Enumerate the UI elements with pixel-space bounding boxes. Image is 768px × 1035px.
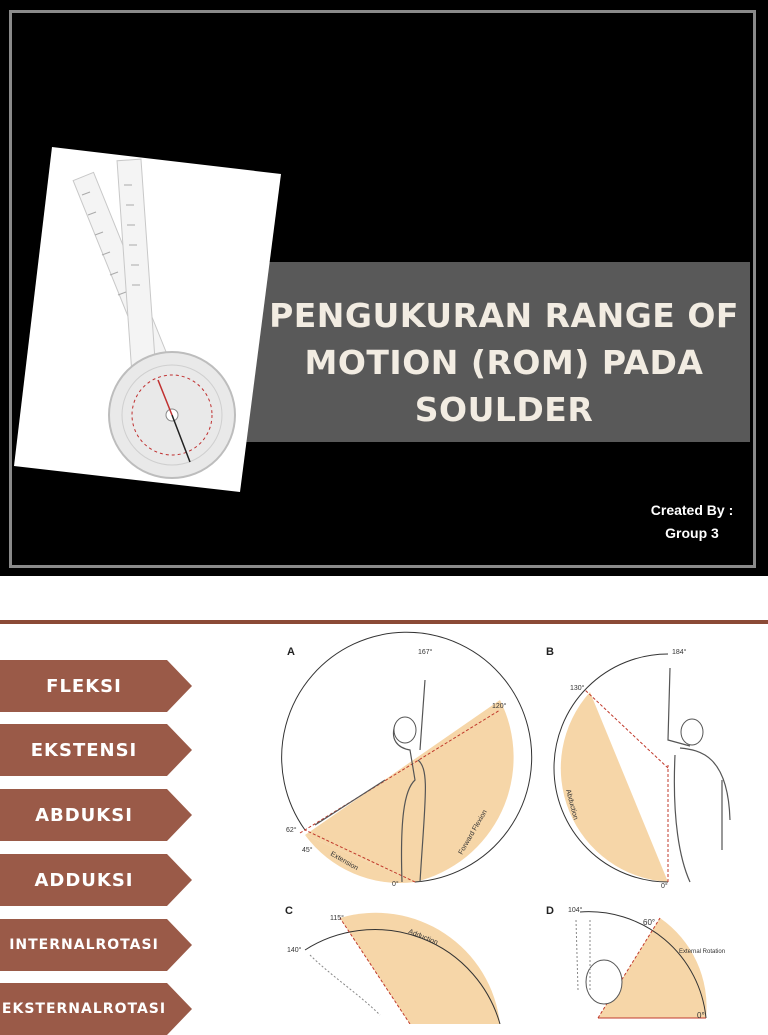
slide-frame [9,10,756,568]
goniometer-photo [14,147,281,492]
created-by-label: Created By : [650,502,734,518]
menu-label-line-2: ROTASI [102,1000,167,1017]
menu-item-eksternal-rotasi[interactable]: EKSTERNAL ROTASI [0,983,192,1035]
panel-d-external-rotation: D 104° 60° 0° External Rotation [546,905,725,1020]
label-a-62: 62° [286,826,297,834]
panel-c-adduction: C 115° 140° Adduction [285,905,501,1024]
menu-item-internal-rotasi[interactable]: INTERNAL ROTASI [0,919,192,971]
label-b-184: 184° [672,648,687,656]
menu-item-ekstensi[interactable]: EKSTENSI [0,724,192,776]
title-line-2: MOTION (ROM) PADA [304,343,704,382]
menu-item-label: EKSTENSI [30,739,138,761]
panel-a-letter: A [287,646,295,658]
menu-label-line-1: INTERNAL [9,936,96,953]
menu-item-label: ABDUKSI [35,804,133,826]
label-a-0: 0° [392,880,399,888]
label-b-0: 0° [661,882,668,890]
panel-d-letter: D [546,905,554,917]
title-slide: PENGUKURAN RANGE OF MOTION (ROM) PADA SO… [0,0,768,576]
label-d-60: 60° [643,918,655,927]
menu-slide: FLEKSI EKSTENSI ABDUKSI ADDUKSI INTERNAL… [0,620,768,1035]
label-a-45: 45° [302,846,313,854]
menu-item-label: FLEKSI [46,675,122,697]
menu-item-label: EKSTERNAL ROTASI [0,983,168,1035]
label-a-167: 167° [418,648,433,656]
title-band [246,262,750,442]
label-d-0: 0° [697,1011,705,1020]
menu-item-label: ADDUKSI [34,869,134,891]
menu-item-label: INTERNAL ROTASI [0,919,168,971]
presentation-title: PENGUKURAN RANGE OF MOTION (ROM) PADA SO… [246,292,762,433]
label-c-115: 115° [330,914,344,922]
label-b-130: 130° [570,684,585,692]
top-rule [0,620,768,624]
group-name: Group 3 [665,525,719,541]
menu-label-line-1: EKSTERNAL [1,1000,103,1017]
label-a-120: 120° [492,702,507,710]
rom-diagrams: A 167° 120° 62° 45° 0° Extension Forward… [281,631,731,1024]
slide-gap [0,576,768,620]
panel-b-letter: B [546,646,554,658]
credits: Created By : Group 3 [612,499,768,545]
label-c-140: 140° [287,946,302,954]
panel-a-flexion-extension: A 167° 120° 62° 45° 0° Extension Forward… [281,631,533,888]
panel-c-letter: C [285,905,293,917]
label-d-external-rotation: External Rotation [679,949,725,955]
title-line-1: PENGUKURAN RANGE OF [269,296,739,335]
panel-b-abduction: B 184° 130° 0° Abduction [546,646,731,890]
menu-item-abduksi[interactable]: ABDUKSI [0,789,192,841]
title-line-3: SOULDER [414,390,594,429]
label-d-104: 104° [568,906,583,914]
menu-item-fleksi[interactable]: FLEKSI [0,660,192,712]
menu-label-line-2: ROTASI [95,936,159,953]
menu-item-adduksi[interactable]: ADDUKSI [0,854,192,906]
